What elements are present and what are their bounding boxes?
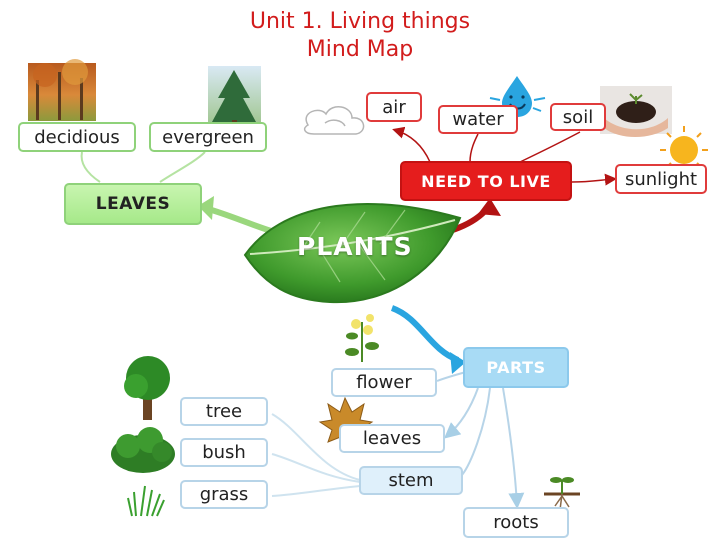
plants-center-label: PLANTS bbox=[297, 232, 413, 261]
connector-leaves-decidious bbox=[80, 151, 101, 183]
connector-parts-leaves bbox=[443, 387, 479, 439]
grass-node[interactable]: grass bbox=[180, 480, 268, 509]
arrowhead-need bbox=[478, 198, 501, 216]
air-node[interactable]: air bbox=[366, 92, 422, 122]
connector-parts-stem bbox=[461, 387, 491, 476]
grass-picture bbox=[127, 485, 165, 517]
flower-node[interactable]: flower bbox=[331, 368, 437, 397]
need-to-live-branch-node[interactable]: NEED TO LIVE bbox=[400, 161, 572, 201]
title-line-1: Unit 1. Living things bbox=[249, 9, 471, 34]
soil-node[interactable]: soil bbox=[550, 103, 606, 131]
connector-need-air bbox=[392, 126, 431, 163]
evergreen-tree-picture bbox=[208, 66, 261, 126]
connector-stem-tree bbox=[271, 413, 361, 481]
connector-parts-roots bbox=[502, 387, 525, 509]
tree-node[interactable]: tree bbox=[180, 397, 268, 426]
air-cloud-picture bbox=[303, 106, 365, 135]
plants-leaf-shape bbox=[243, 203, 462, 304]
stem-node[interactable]: stem bbox=[359, 466, 463, 495]
seedling-roots-picture bbox=[544, 477, 580, 511]
evergreen-node[interactable]: evergreen bbox=[149, 122, 267, 152]
connector-need-water bbox=[469, 133, 479, 163]
bush-node[interactable]: bush bbox=[180, 438, 268, 467]
soil-hands-picture bbox=[600, 86, 672, 137]
connector-plants-parts bbox=[390, 305, 460, 363]
deciduous-forest-picture bbox=[28, 59, 96, 121]
flower-plant-picture bbox=[345, 314, 379, 362]
connector-need-sunlight bbox=[571, 173, 617, 186]
tree-picture bbox=[124, 356, 170, 420]
arrowhead-leaves bbox=[198, 196, 214, 220]
arrowhead-parts bbox=[450, 352, 466, 374]
water-node[interactable]: water bbox=[438, 105, 518, 134]
roots-node[interactable]: roots bbox=[463, 507, 569, 538]
connector-stem-bush bbox=[271, 453, 361, 483]
leaves-branch-node[interactable]: LEAVES bbox=[64, 183, 202, 225]
connector-parts-flower bbox=[436, 371, 467, 382]
title-line-2: Mind Map bbox=[306, 37, 414, 62]
connector-stem-grass bbox=[271, 485, 361, 497]
decidious-node[interactable]: decidious bbox=[18, 122, 136, 152]
connector-leaves-evergreen bbox=[159, 151, 206, 183]
bush-picture bbox=[111, 427, 175, 473]
connector-need-soil bbox=[519, 131, 581, 163]
sunlight-node[interactable]: sunlight bbox=[615, 164, 707, 194]
parts-branch-node[interactable]: PARTS bbox=[463, 347, 569, 388]
leaves-part-node[interactable]: leaves bbox=[339, 424, 445, 453]
